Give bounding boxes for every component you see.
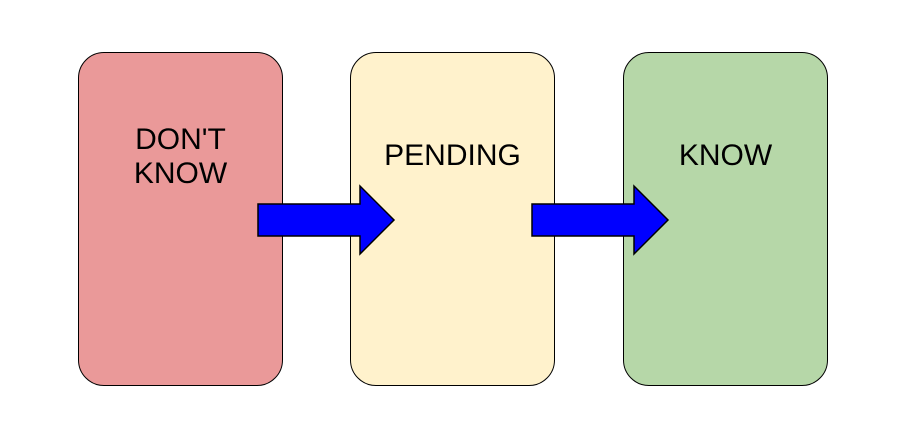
stage-box-dont-know: DON'T KNOW [78, 52, 283, 386]
stage-label-pending: PENDING [384, 139, 521, 172]
stage-label-dont-know: DON'T KNOW [133, 123, 228, 190]
stage-label-know: KNOW [678, 139, 773, 172]
arrow-right-icon [531, 184, 670, 256]
arrow-right-icon [257, 184, 396, 256]
stage-box-know: KNOW [623, 52, 828, 386]
